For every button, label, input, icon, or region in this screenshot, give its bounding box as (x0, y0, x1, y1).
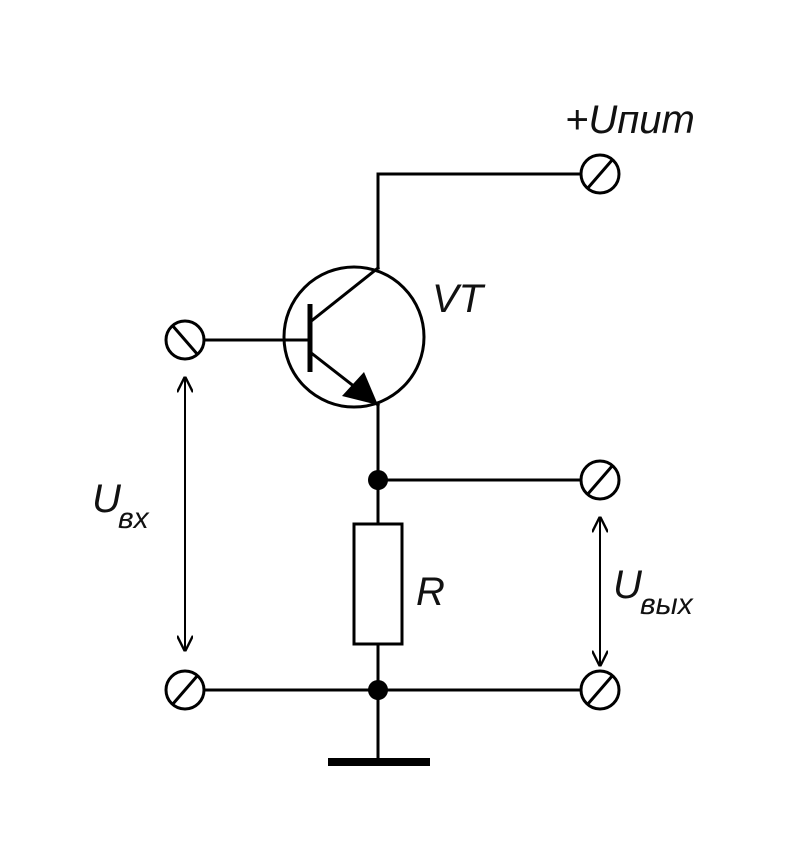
output-voltage-label: U (613, 563, 643, 607)
input-voltage-subscript: вх (118, 502, 150, 535)
transistor-collector-lead (307, 265, 381, 325)
transistor-label: VT (432, 277, 486, 321)
output-voltage-subscript: вых (640, 588, 694, 621)
junction-dot-ground (368, 680, 388, 700)
junction-dot-output (368, 470, 388, 490)
terminal-input-top (164, 319, 206, 361)
terminal-supply (579, 153, 621, 195)
terminal-output-bottom (579, 669, 621, 711)
transistor-body (282, 265, 426, 409)
input-voltage-label: U (92, 477, 122, 521)
supply-label: +Uпит (565, 98, 695, 142)
emitter-arrow (342, 372, 378, 405)
supply-wire (376, 172, 585, 270)
resistor-label: R (416, 570, 445, 614)
terminal-output-top (579, 459, 621, 501)
resistor-body (352, 522, 404, 646)
terminal-input-bottom (164, 669, 206, 711)
